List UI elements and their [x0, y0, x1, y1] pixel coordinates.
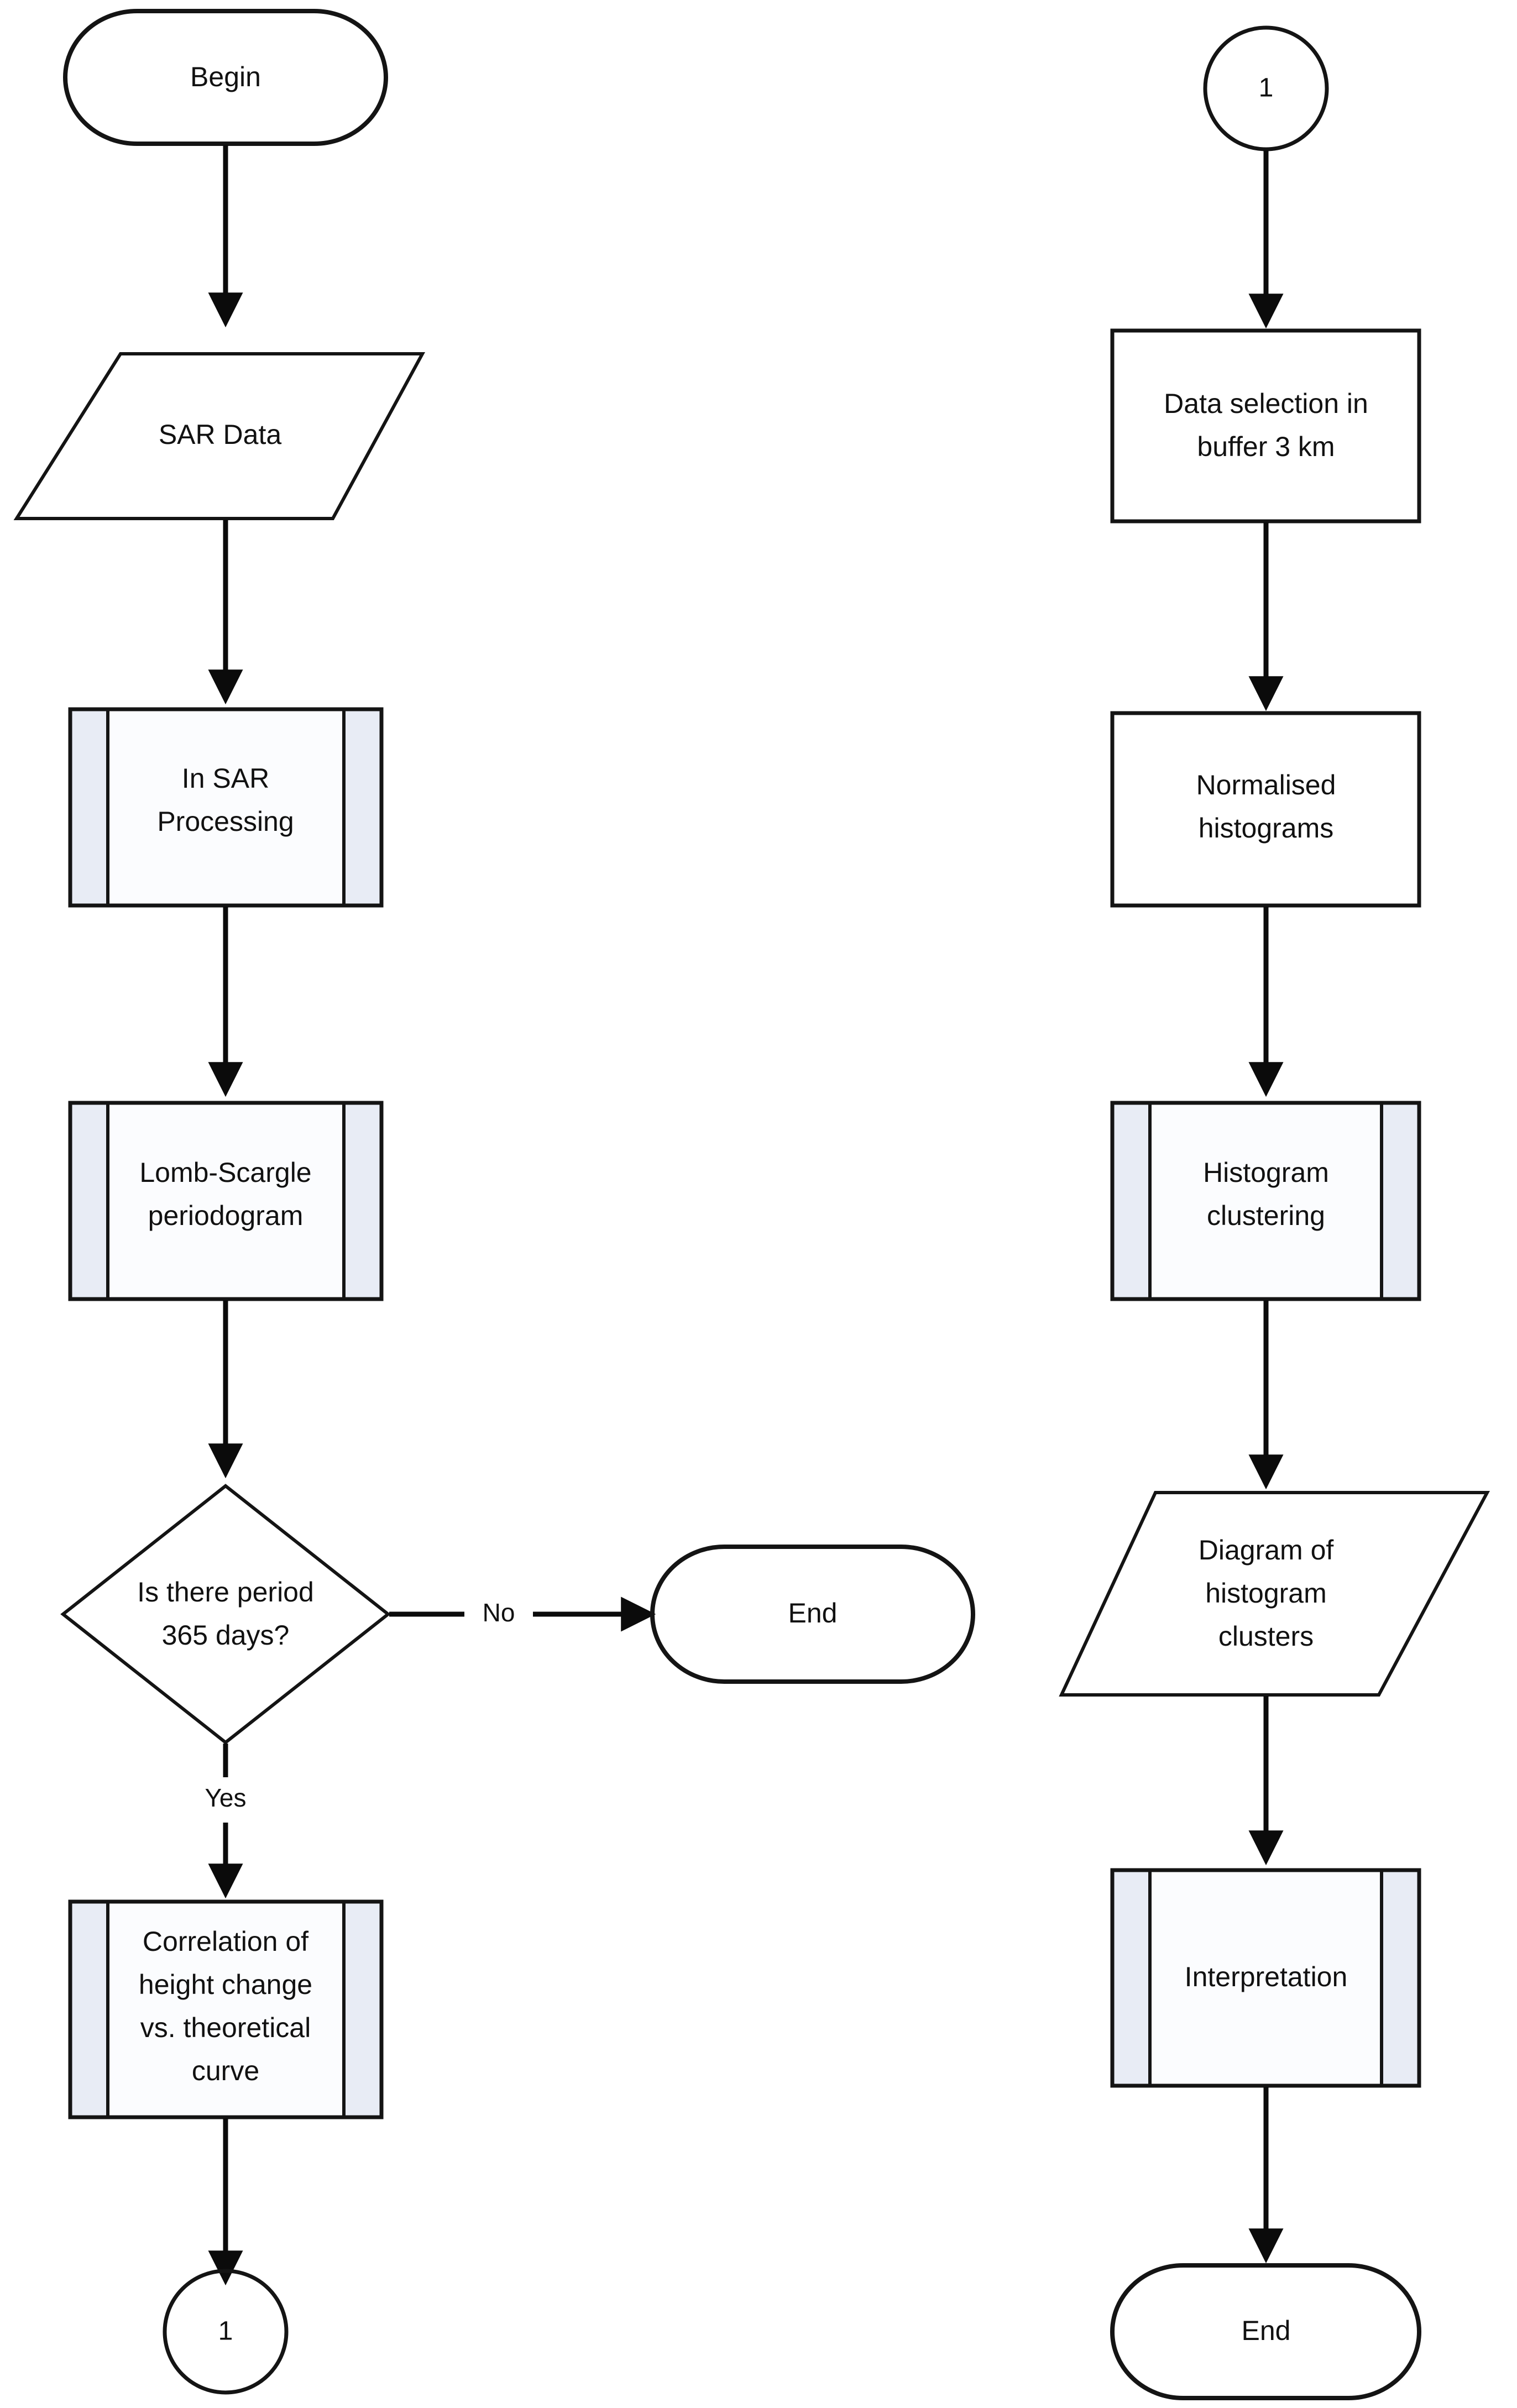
node-label-connector-in: 1	[1259, 74, 1274, 103]
connector-circle-shape-out	[163, 2269, 289, 2395]
predefined-process-shape-interpretation	[1110, 1868, 1421, 2088]
node-label-insar-line2: Processing	[157, 806, 294, 837]
node-correlation[interactable]: Correlation of height change vs. theoret…	[68, 1899, 384, 2119]
band-left-clustering	[1112, 1103, 1150, 1299]
node-label-sar-data: SAR Data	[159, 419, 282, 450]
band-left-correlation	[70, 1902, 108, 2117]
node-label-diagram-line2: histogram	[1205, 1578, 1327, 1609]
node-sar-data[interactable]: SAR Data	[13, 352, 426, 520]
band-right-interpretation	[1382, 1870, 1419, 2086]
node-normalised-histograms[interactable]: Normalised histograms	[1110, 711, 1421, 908]
node-label-connector-out: 1	[218, 2317, 233, 2346]
node-label-data-selection-line2: buffer 3 km	[1197, 431, 1335, 462]
node-label-correlation-line3: vs. theoretical	[140, 2012, 311, 2043]
node-end-left[interactable]: End	[650, 1545, 975, 1684]
node-label-lomb-line2: periodogram	[148, 1200, 304, 1231]
node-label-end-left: End	[788, 1598, 838, 1629]
inner-fill-lomb	[108, 1103, 344, 1299]
node-label-clustering-line2: clustering	[1207, 1200, 1325, 1231]
node-label-lomb-line1: Lomb-Scargle	[139, 1157, 311, 1188]
node-label-correlation-line1: Correlation of	[143, 1926, 308, 1957]
node-label-correlation-line4: curve	[192, 2055, 259, 2086]
inner-fill-clustering	[1150, 1103, 1382, 1299]
node-label-insar-line1: In SAR	[182, 763, 269, 794]
band-left-insar	[70, 709, 108, 905]
node-interpretation[interactable]: Interpretation	[1110, 1868, 1421, 2088]
node-label-diagram-line1: Diagram of	[1199, 1535, 1334, 1566]
predefined-process-shape-correlation	[68, 1899, 384, 2119]
band-right-clustering	[1382, 1103, 1419, 1299]
edge-label-yes: Yes	[205, 1783, 246, 1812]
band-right-insar	[344, 709, 381, 905]
edge-label-no-bg	[464, 1592, 533, 1637]
band-left-interpretation	[1112, 1870, 1150, 2086]
band-right-correlation	[344, 1902, 381, 2117]
node-label-correlation-line2: height change	[139, 1969, 312, 2000]
node-label-decision-line2: 365 days?	[162, 1620, 290, 1651]
node-histogram-clustering[interactable]: Histogram clustering	[1110, 1101, 1421, 1301]
inner-fill-interpretation	[1150, 1870, 1382, 2086]
node-lomb-scargle[interactable]: Lomb-Scargle periodogram	[68, 1101, 384, 1301]
node-connector-out[interactable]: 1	[163, 2269, 289, 2395]
node-label-normalised-line1: Normalised	[1196, 769, 1336, 800]
node-label-normalised-line2: histograms	[1199, 813, 1334, 844]
band-left-lomb	[70, 1103, 108, 1299]
node-begin[interactable]: Begin	[63, 9, 388, 146]
node-connector-in[interactable]: 1	[1203, 25, 1329, 151]
edge-label-yes-bg	[192, 1777, 274, 1823]
inner-fill-insar	[108, 709, 344, 905]
band-right-lomb	[344, 1103, 381, 1299]
predefined-process-shape-lomb	[68, 1101, 384, 1301]
node-diagram-histogram-clusters[interactable]: Diagram of histogram clusters	[1059, 1491, 1490, 1697]
terminator-shape-end-right	[1110, 2263, 1421, 2400]
node-label-begin: Begin	[190, 61, 261, 92]
decision-diamond-shape	[60, 1484, 391, 1745]
data-parallelogram-shape-diagram	[1059, 1491, 1490, 1697]
node-end-right[interactable]: End	[1110, 2263, 1421, 2400]
predefined-process-shape-insar	[68, 707, 384, 908]
terminator-shape-begin	[63, 9, 388, 146]
edge-label-no: No	[483, 1598, 515, 1627]
predefined-process-shape-clustering	[1110, 1101, 1421, 1301]
node-insar-processing[interactable]: In SAR Processing	[68, 707, 384, 908]
inner-fill-correlation	[108, 1902, 344, 2117]
node-label-diagram-line3: clusters	[1218, 1621, 1314, 1652]
process-rect-shape-data-selection	[1110, 328, 1421, 524]
connector-circle-shape-in	[1203, 25, 1329, 151]
terminator-shape-end-left	[650, 1545, 975, 1684]
node-label-clustering-line1: Histogram	[1203, 1157, 1329, 1188]
node-label-decision-line1: Is there period	[137, 1577, 314, 1608]
node-data-selection[interactable]: Data selection in buffer 3 km	[1110, 328, 1421, 524]
node-label-interpretation: Interpretation	[1185, 1961, 1348, 1992]
data-parallelogram-shape-sar-data	[13, 352, 426, 520]
node-decision-period[interactable]: Is there period 365 days?	[60, 1484, 391, 1745]
node-label-data-selection-line1: Data selection in	[1164, 388, 1368, 419]
node-label-end-right: End	[1242, 2315, 1291, 2346]
process-rect-shape-normalised	[1110, 711, 1421, 908]
